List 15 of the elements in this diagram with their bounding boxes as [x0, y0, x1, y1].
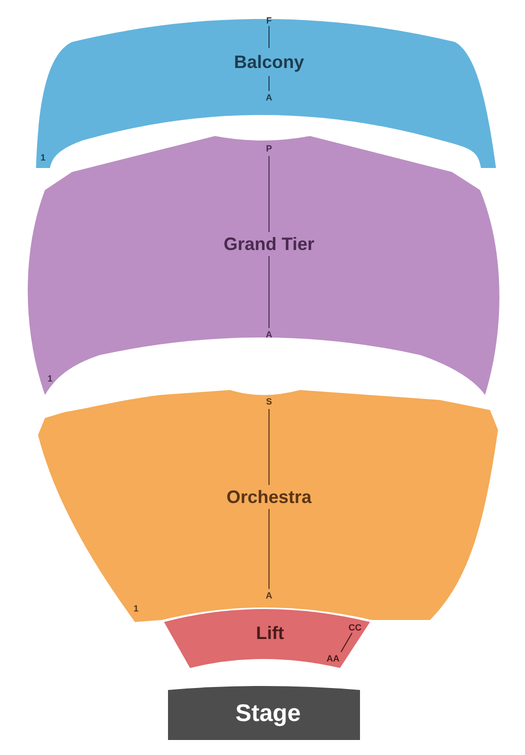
row-label: 1 — [48, 374, 52, 384]
row-label: S — [266, 398, 272, 406]
row-label: A — [266, 592, 272, 600]
row-label: 1 — [134, 604, 138, 614]
row-label: A — [266, 94, 272, 102]
stage-label: Stage — [235, 702, 301, 726]
row-label: AA — [326, 654, 340, 664]
section-label: Lift — [256, 624, 284, 642]
row-label: 1 — [40, 154, 46, 162]
row-label: P — [266, 144, 272, 154]
section-label: Orchestra — [226, 488, 312, 506]
section-label: Balcony — [234, 53, 304, 71]
section-label: Grand Tier — [224, 235, 314, 253]
row-label: CC — [348, 624, 362, 632]
row-label: A — [266, 330, 272, 340]
